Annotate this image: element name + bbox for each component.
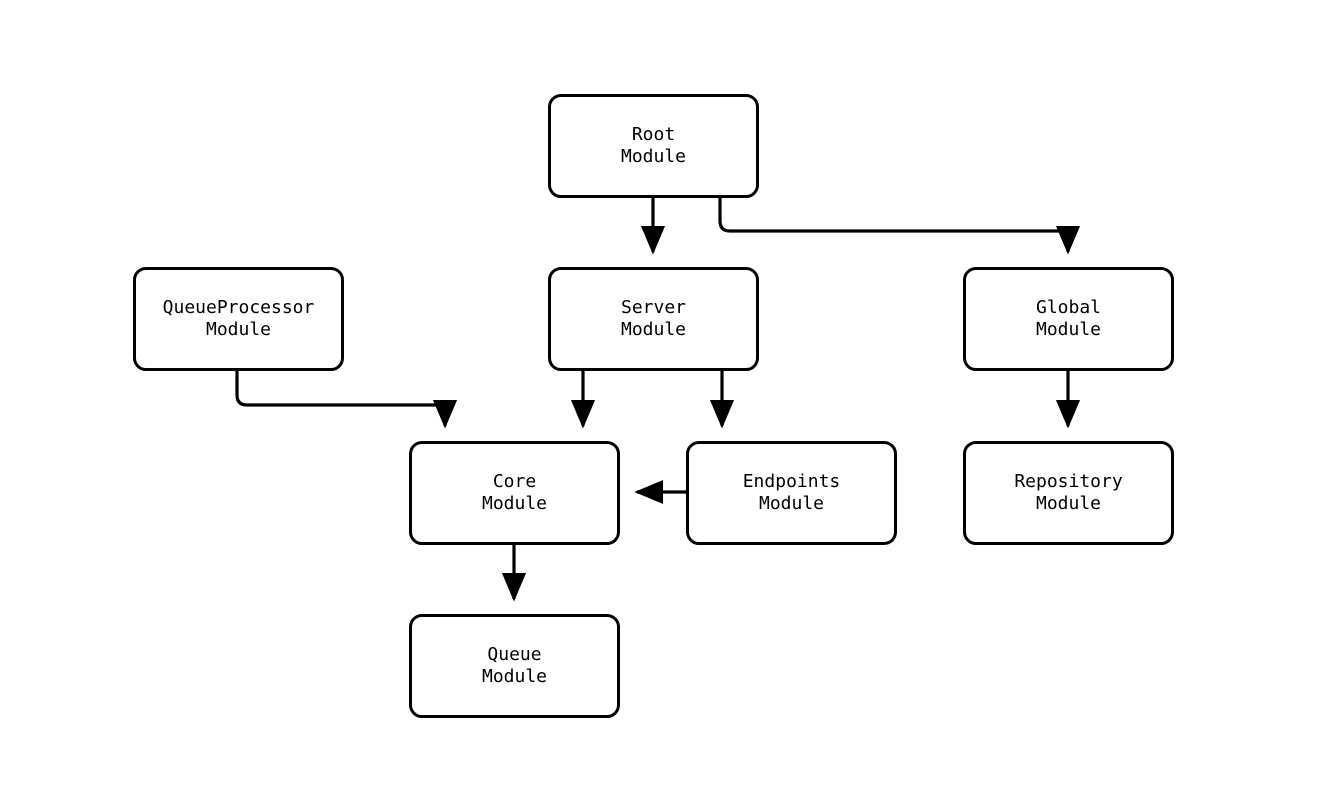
node-core-module-line2: Module xyxy=(481,493,548,514)
node-server-module-line1: Server xyxy=(620,297,687,318)
node-repository-module-line2: Module xyxy=(1035,493,1102,514)
node-root-module-line1: Root xyxy=(631,124,676,145)
edges-group xyxy=(235,198,1081,602)
node-repository-module[interactable]: Repository Module xyxy=(963,441,1174,545)
node-queueprocessor-module-line2: Module xyxy=(205,319,272,340)
node-queueprocessor-module-line1: QueueProcessor xyxy=(162,297,315,318)
edge-root-to-global xyxy=(718,198,1081,255)
node-root-module-line2: Module xyxy=(620,146,687,167)
node-endpoints-module-line1: Endpoints xyxy=(742,471,841,492)
node-queueprocessor-module[interactable]: QueueProcessor Module xyxy=(133,267,344,371)
node-queue-module-line2: Module xyxy=(481,666,548,687)
node-global-module-line1: Global xyxy=(1035,297,1102,318)
node-queue-module-line1: Queue xyxy=(487,644,542,665)
edge-queueprocessor-to-core xyxy=(235,371,458,429)
node-endpoints-module-line2: Module xyxy=(758,493,825,514)
node-root-module[interactable]: Root Module xyxy=(548,94,759,198)
node-global-module-line2: Module xyxy=(1035,319,1102,340)
node-server-module[interactable]: Server Module xyxy=(548,267,759,371)
node-queue-module[interactable]: Queue Module xyxy=(409,614,620,718)
node-global-module[interactable]: Global Module xyxy=(963,267,1174,371)
node-server-module-line2: Module xyxy=(620,319,687,340)
node-endpoints-module[interactable]: Endpoints Module xyxy=(686,441,897,545)
node-core-module-line1: Core xyxy=(492,471,537,492)
node-core-module[interactable]: Core Module xyxy=(409,441,620,545)
node-repository-module-line1: Repository xyxy=(1014,471,1123,492)
